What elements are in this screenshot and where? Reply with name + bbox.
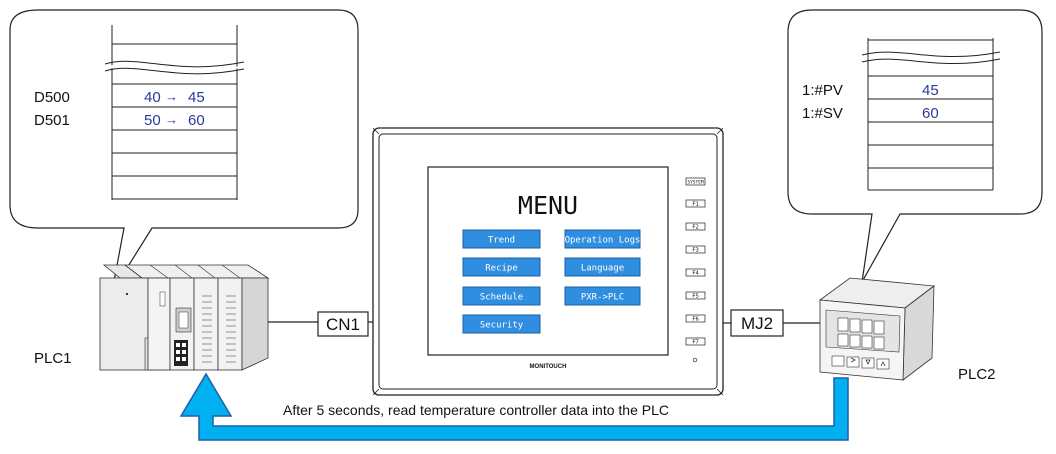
right-row-value: 60 bbox=[922, 105, 939, 122]
f7-key-label: F7 bbox=[692, 340, 699, 346]
left-row-old-value: 50 bbox=[144, 112, 161, 129]
f2-key[interactable] bbox=[685, 222, 706, 231]
f6-key[interactable] bbox=[685, 314, 706, 323]
recipe-button[interactable] bbox=[462, 257, 541, 277]
left-row-arrow: → bbox=[165, 89, 178, 104]
right-callout: 1:#PV 1:#SV 45 60 bbox=[787, 9, 1043, 283]
recipe-button-label: Recipe bbox=[485, 264, 518, 274]
f5-key[interactable] bbox=[685, 291, 706, 300]
pxr-to-plc-button[interactable] bbox=[564, 286, 641, 306]
transfer-caption: After 5 seconds, read temperature contro… bbox=[283, 402, 669, 418]
trend-button[interactable] bbox=[462, 229, 541, 249]
cn1-port-label: CN1 bbox=[326, 315, 360, 334]
schedule-button-label: Schedule bbox=[480, 293, 523, 303]
hmi-brand-logo: MONITOUCH bbox=[530, 364, 567, 370]
f3-key-label: F3 bbox=[692, 248, 699, 254]
security-button[interactable] bbox=[462, 314, 541, 334]
f5-key-label: F5 bbox=[692, 294, 699, 300]
left-row-address: D501 bbox=[34, 112, 70, 129]
hmi-menu-title: MENU bbox=[518, 191, 578, 220]
plc2-device bbox=[818, 277, 936, 381]
right-row-address: 1:#SV bbox=[802, 105, 843, 122]
system-key[interactable] bbox=[685, 177, 706, 186]
left-memory-table bbox=[104, 25, 245, 200]
left-row-old-value: 40 bbox=[144, 89, 161, 106]
pxr-to-plc-button-label: PXR->PLC bbox=[581, 293, 624, 303]
left-row-arrow: → bbox=[165, 112, 178, 127]
right-memory-table bbox=[861, 38, 1001, 191]
hmi-panel: MENU Trend Operation Logs Recipe Languag… bbox=[372, 127, 724, 396]
cn1-port-box bbox=[317, 311, 369, 337]
plc2-label: PLC2 bbox=[958, 366, 996, 383]
language-button-label: Language bbox=[581, 264, 624, 274]
right-row-address: 1:#PV bbox=[802, 82, 843, 99]
schedule-button[interactable] bbox=[462, 286, 541, 306]
f4-key-label: F4 bbox=[692, 271, 699, 277]
f2-key-label: F2 bbox=[692, 225, 699, 231]
f1-key[interactable] bbox=[685, 199, 706, 208]
left-row-address: D500 bbox=[34, 89, 70, 106]
power-led bbox=[692, 357, 698, 363]
left-callout: D500 D501 40 → 45 50 → 60 bbox=[9, 9, 359, 293]
left-row-new-value: 60 bbox=[188, 112, 205, 129]
operation-logs-button-label: Operation Logs bbox=[565, 236, 641, 246]
plc1-label: PLC1 bbox=[34, 350, 72, 367]
f3-key[interactable] bbox=[685, 245, 706, 254]
plc1-device bbox=[99, 264, 270, 371]
security-button-label: Security bbox=[480, 321, 524, 331]
f6-key-label: F6 bbox=[692, 317, 699, 323]
f1-key-label: F1 bbox=[692, 202, 699, 208]
system-key-label: SYSTEM bbox=[687, 179, 704, 185]
right-row-value: 45 bbox=[922, 82, 939, 99]
trend-button-label: Trend bbox=[488, 236, 515, 246]
mj2-port-label: MJ2 bbox=[741, 314, 773, 333]
f4-key[interactable] bbox=[685, 268, 706, 277]
operation-logs-button[interactable] bbox=[564, 229, 641, 249]
language-button[interactable] bbox=[564, 257, 641, 277]
left-row-new-value: 45 bbox=[188, 89, 205, 106]
f7-key[interactable] bbox=[685, 337, 706, 346]
transfer-arrow bbox=[179, 372, 849, 441]
